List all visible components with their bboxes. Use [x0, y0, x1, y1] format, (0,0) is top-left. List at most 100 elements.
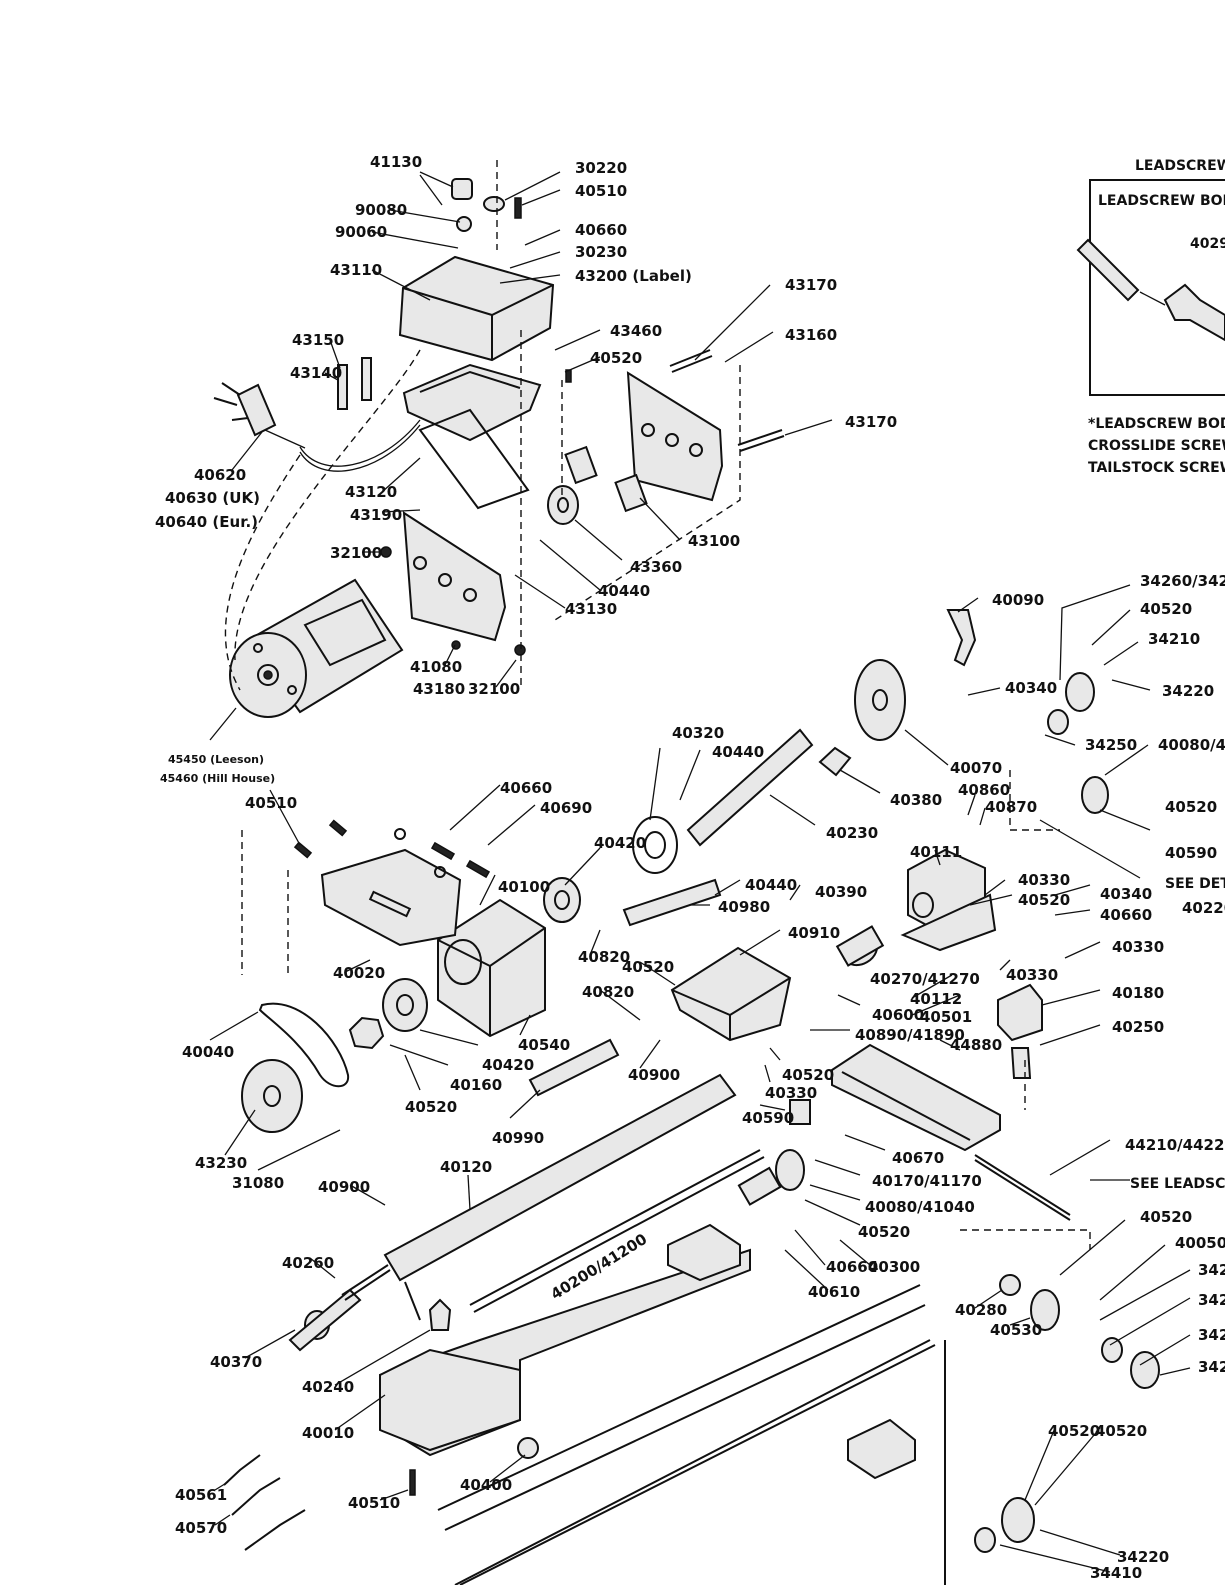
label-40520: 40520	[1095, 1422, 1147, 1440]
leadscrew-detail-box	[1089, 179, 1225, 396]
label-40860: 40860	[958, 781, 1010, 799]
leadscrew-detail-title: LEADSCREW DETAIL	[1135, 158, 1225, 174]
footnote-tailstock-screw: TAILSTOCK SCREW—	[1088, 460, 1225, 476]
tailstock-block	[667, 1223, 741, 1282]
see-leadscrew-label: SEE LEADSCREW	[1130, 1176, 1225, 1192]
see-detail-label: SEE DETAIL	[1165, 876, 1225, 892]
label-43130: 43130	[565, 600, 617, 618]
label-40540: 40540	[518, 1036, 570, 1054]
label-40040: 40040	[182, 1043, 234, 1061]
crosslide-leadscrew	[974, 1154, 1071, 1221]
label-43160: 43160	[785, 326, 837, 344]
bed-way	[383, 1073, 737, 1282]
brush-right	[361, 357, 372, 401]
gib	[622, 878, 722, 927]
lathe-bed	[288, 1073, 936, 1585]
label-32100: 32100	[468, 680, 520, 698]
crosslide-table	[831, 1043, 1001, 1152]
label-45450: 45450 (Leeson)	[168, 753, 264, 766]
label-40300: 40300	[868, 1258, 920, 1276]
label-40660: 40660	[500, 779, 552, 797]
label-41130: 41130	[370, 153, 422, 171]
label-40170-41170: 40170/41170	[872, 1172, 982, 1190]
label-40590: 40590	[742, 1109, 794, 1127]
label-40520: 40520	[405, 1098, 457, 1116]
label-40340: 40340	[1005, 679, 1057, 697]
label-32100: 32100	[330, 544, 382, 562]
label-40120: 40120	[440, 1158, 492, 1176]
label-40240: 40240	[302, 1378, 354, 1396]
label-40440: 40440	[712, 743, 764, 761]
label-44210-44220: 44210/44220	[1125, 1136, 1225, 1154]
label-40520: 40520	[1048, 1422, 1100, 1440]
drive-belt	[258, 1002, 350, 1088]
label-40520: 40520	[782, 1066, 834, 1084]
label-30220: 30220	[575, 159, 627, 177]
tool-post	[997, 983, 1043, 1042]
label-40440: 40440	[598, 582, 650, 600]
label-40330: 40330	[765, 1084, 817, 1102]
label-43150: 43150	[292, 331, 344, 349]
label-40520: 40520	[1018, 891, 1070, 909]
label-40330: 40330	[1018, 871, 1070, 889]
headstock-casting	[437, 898, 546, 1038]
label-40180: 40180	[1112, 984, 1164, 1002]
label-40910: 40910	[788, 924, 840, 942]
label-40820: 40820	[582, 983, 634, 1001]
speed-knob	[451, 178, 473, 200]
label-34210: 34210	[1148, 630, 1200, 648]
label-43110: 43110	[330, 261, 382, 279]
label-40590: 40590	[1165, 844, 1217, 862]
label-34260: 34260/34270	[1140, 572, 1225, 590]
label-40990: 40990	[492, 1129, 544, 1147]
label-43190: 43190	[350, 506, 402, 524]
motor	[229, 578, 404, 718]
label-40670: 40670	[892, 1149, 944, 1167]
label-40620: 40620	[194, 466, 246, 484]
label-40510: 40510	[575, 182, 627, 200]
label-40570: 40570	[175, 1519, 227, 1537]
control-box	[398, 255, 555, 362]
leadscrew-detail-inset	[1076, 179, 1225, 396]
label-40690: 40690	[540, 799, 592, 817]
power-plug	[236, 383, 277, 437]
spindle-pulley	[241, 1059, 303, 1133]
label-31080: 31080	[232, 1174, 284, 1192]
label-40020: 40020	[333, 964, 385, 982]
motor-bracket-rear	[626, 371, 724, 502]
label-90060: 90060	[335, 223, 387, 241]
label-40160: 40160	[450, 1076, 502, 1094]
label-40420: 40420	[594, 834, 646, 852]
headstock-assembly	[241, 609, 977, 1133]
label-40111: 40111	[910, 843, 962, 861]
label-30230: 30230	[575, 243, 627, 261]
label-40640: 40640 (Eur.)	[155, 513, 258, 531]
feed-screw	[454, 1339, 936, 1585]
saddle	[670, 946, 792, 1042]
spindle-bearing-rear	[543, 877, 581, 923]
label-34220: 34220	[1162, 682, 1214, 700]
label-40510: 40510	[348, 1494, 400, 1512]
label-40050-41050: 40050/41050	[1175, 1234, 1225, 1252]
label-43140: 43140	[290, 364, 342, 382]
label-34290: 34290	[1198, 1261, 1225, 1279]
label-40010: 40010	[302, 1424, 354, 1442]
label-44880: 44880	[950, 1036, 1002, 1054]
motor-control-assembly	[213, 160, 785, 975]
spindle-nut	[348, 1016, 385, 1050]
tailstock-handwheel	[1065, 672, 1095, 712]
label-34230: 34230	[1198, 1326, 1225, 1344]
notes: LEADSCREW DETAIL LEADSCREW BODY* 40290 *…	[1088, 158, 1225, 1192]
footnote-crosslide-screw: CROSSLIDE SCREW—	[1088, 438, 1225, 454]
label-43200: 43200 (Label)	[575, 267, 692, 285]
label-40230: 40230	[826, 824, 878, 842]
label-40070: 40070	[950, 759, 1002, 777]
footnote-leadscrew-body: *LEADSCREW BODY	[1088, 416, 1225, 432]
label-34250: 34250	[1085, 736, 1137, 754]
label-40420: 40420	[482, 1056, 534, 1074]
label-40600: 40600	[872, 1006, 924, 1024]
label-40260: 40260	[282, 1254, 334, 1272]
label-40870: 40870	[985, 798, 1037, 816]
